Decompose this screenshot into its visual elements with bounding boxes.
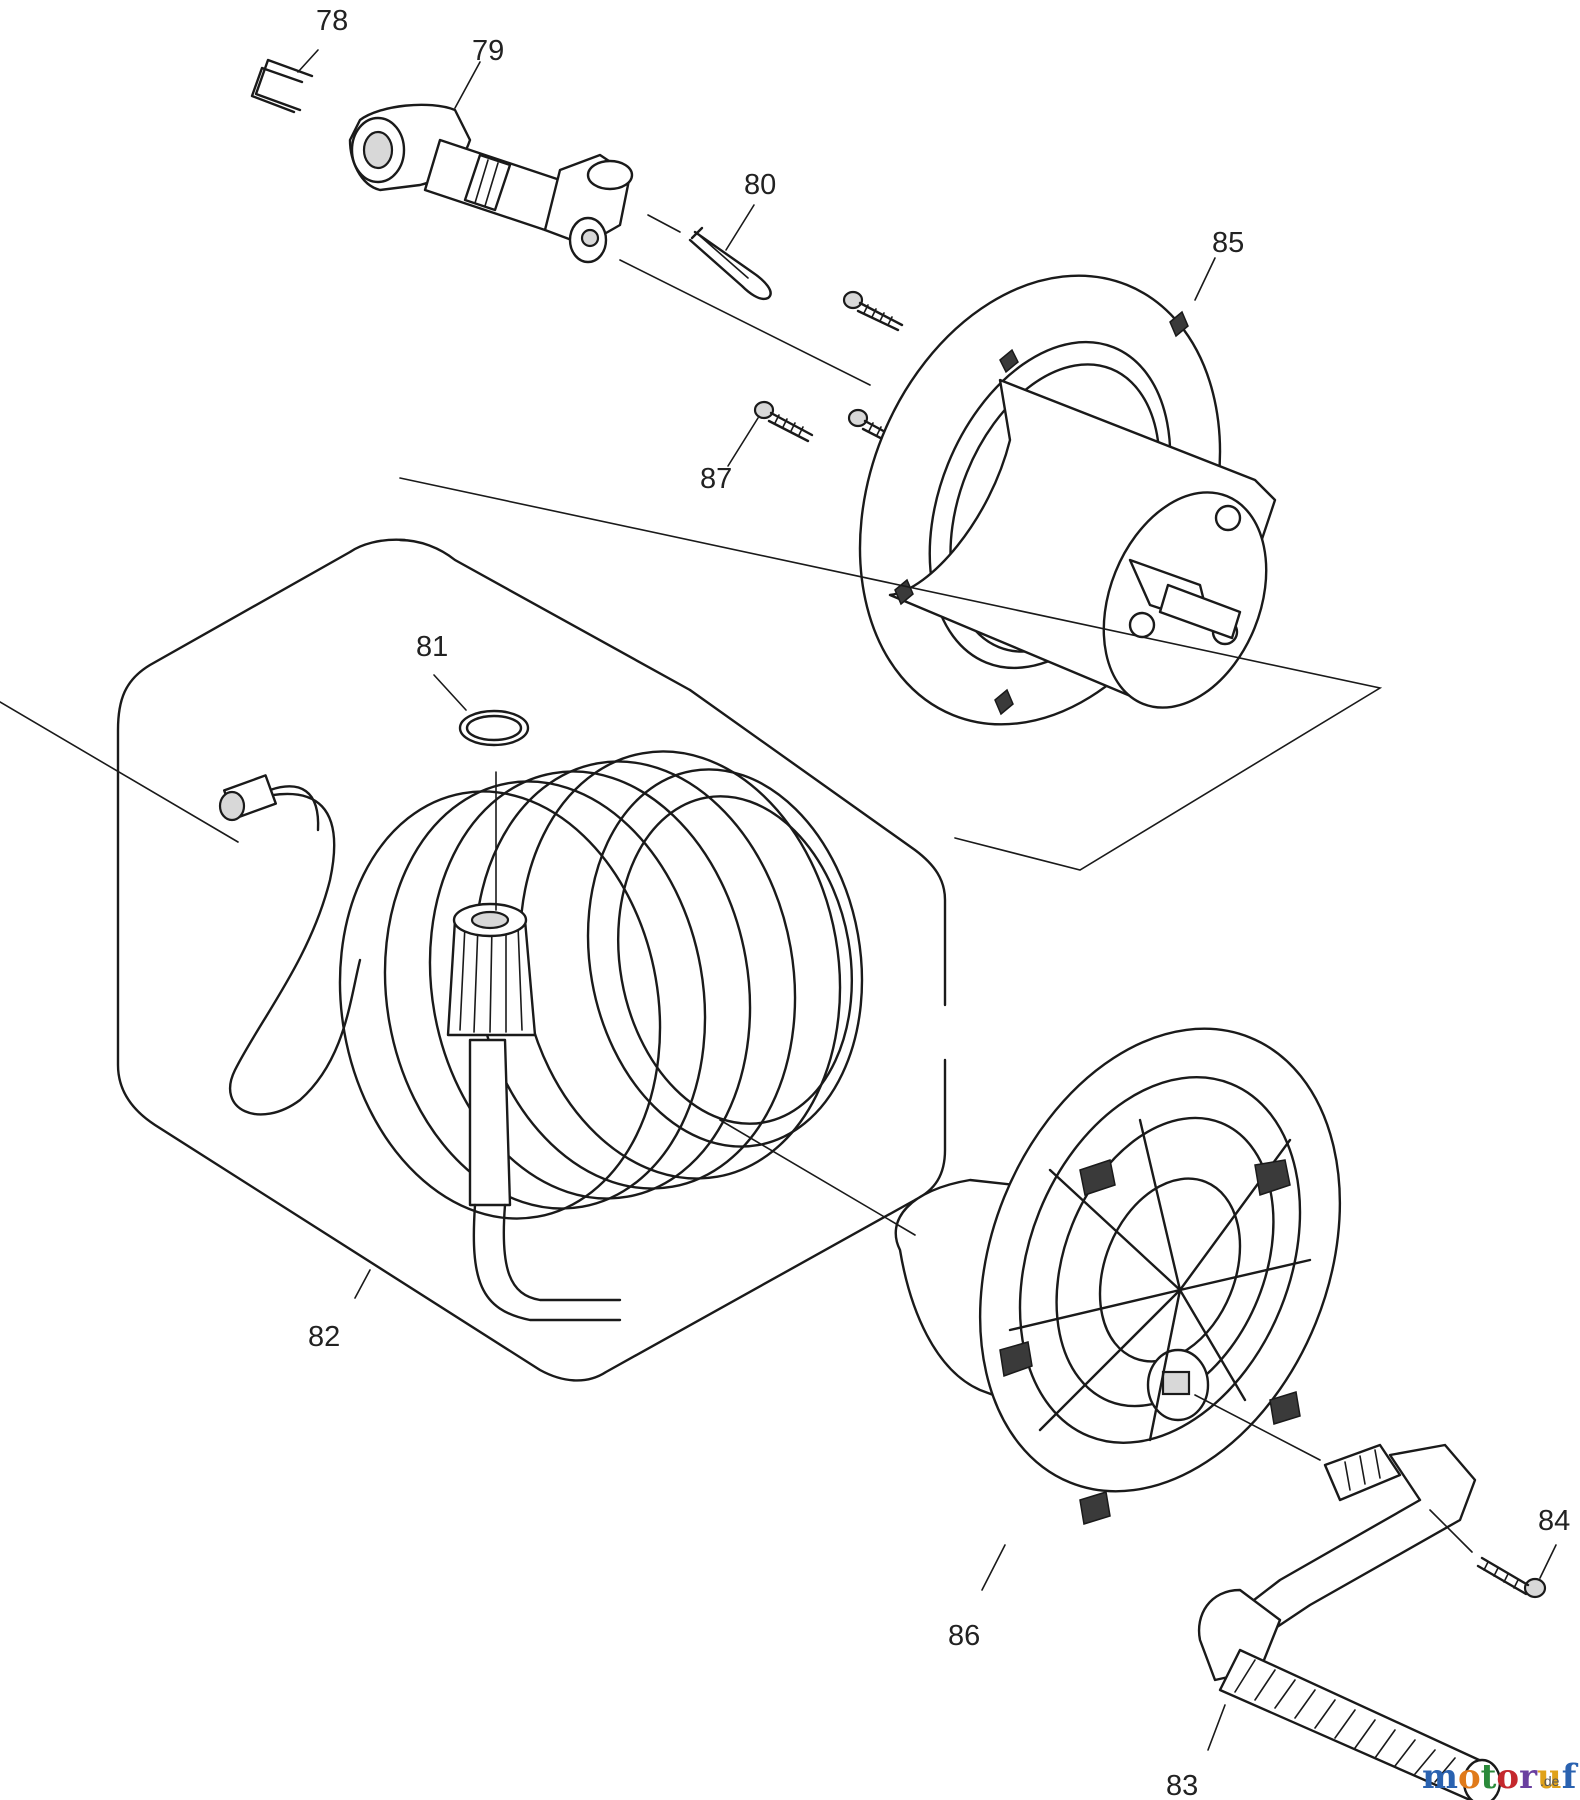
callout-81: 81 bbox=[416, 631, 448, 663]
screw-left bbox=[753, 400, 814, 443]
part-86-reel-drum bbox=[894, 1027, 1342, 1525]
watermark-letter: f bbox=[1562, 1757, 1579, 1797]
part-82-hose-assembly bbox=[116, 538, 947, 1382]
callout-79: 79 bbox=[472, 35, 504, 67]
watermark-letter: o bbox=[1458, 1757, 1481, 1797]
part-78-bent-pin bbox=[250, 58, 314, 114]
callout-86: 86 bbox=[948, 1620, 980, 1652]
part-87-screws bbox=[753, 290, 904, 448]
callout-87: 87 bbox=[700, 463, 732, 495]
part-83-crank-handle bbox=[1197, 1443, 1502, 1800]
leader-lines bbox=[297, 49, 1557, 1751]
callout-85: 85 bbox=[1212, 227, 1244, 259]
part-81-o-ring bbox=[458, 709, 530, 747]
part-85-reel-flange bbox=[858, 274, 1277, 726]
svg-text:motoruf: motoruf bbox=[1422, 1757, 1579, 1797]
watermark-letter: u bbox=[1537, 1757, 1562, 1797]
callout-84: 84 bbox=[1538, 1505, 1570, 1537]
callout-78: 78 bbox=[316, 5, 348, 37]
callout-80: 80 bbox=[744, 169, 776, 201]
watermark-letter: t bbox=[1481, 1757, 1497, 1797]
callout-labels: 78 79 80 85 87 81 82 86 84 83 bbox=[308, 5, 1570, 1800]
watermark-letter: r bbox=[1519, 1757, 1538, 1797]
watermark-logo: motoruf .de bbox=[1422, 1757, 1579, 1797]
watermark-suffix: .de bbox=[1540, 1773, 1560, 1789]
assembly-guide-lines bbox=[0, 214, 1473, 1553]
part-80-cotter-pin bbox=[688, 226, 772, 301]
part-84-screw bbox=[1476, 1556, 1547, 1599]
callout-82: 82 bbox=[308, 1321, 340, 1353]
screw-upper bbox=[842, 290, 904, 332]
part-79-swivel-elbow bbox=[348, 103, 634, 264]
callout-83: 83 bbox=[1166, 1770, 1198, 1800]
watermark-letter: o bbox=[1496, 1757, 1519, 1797]
watermark-letter: m bbox=[1422, 1757, 1458, 1797]
